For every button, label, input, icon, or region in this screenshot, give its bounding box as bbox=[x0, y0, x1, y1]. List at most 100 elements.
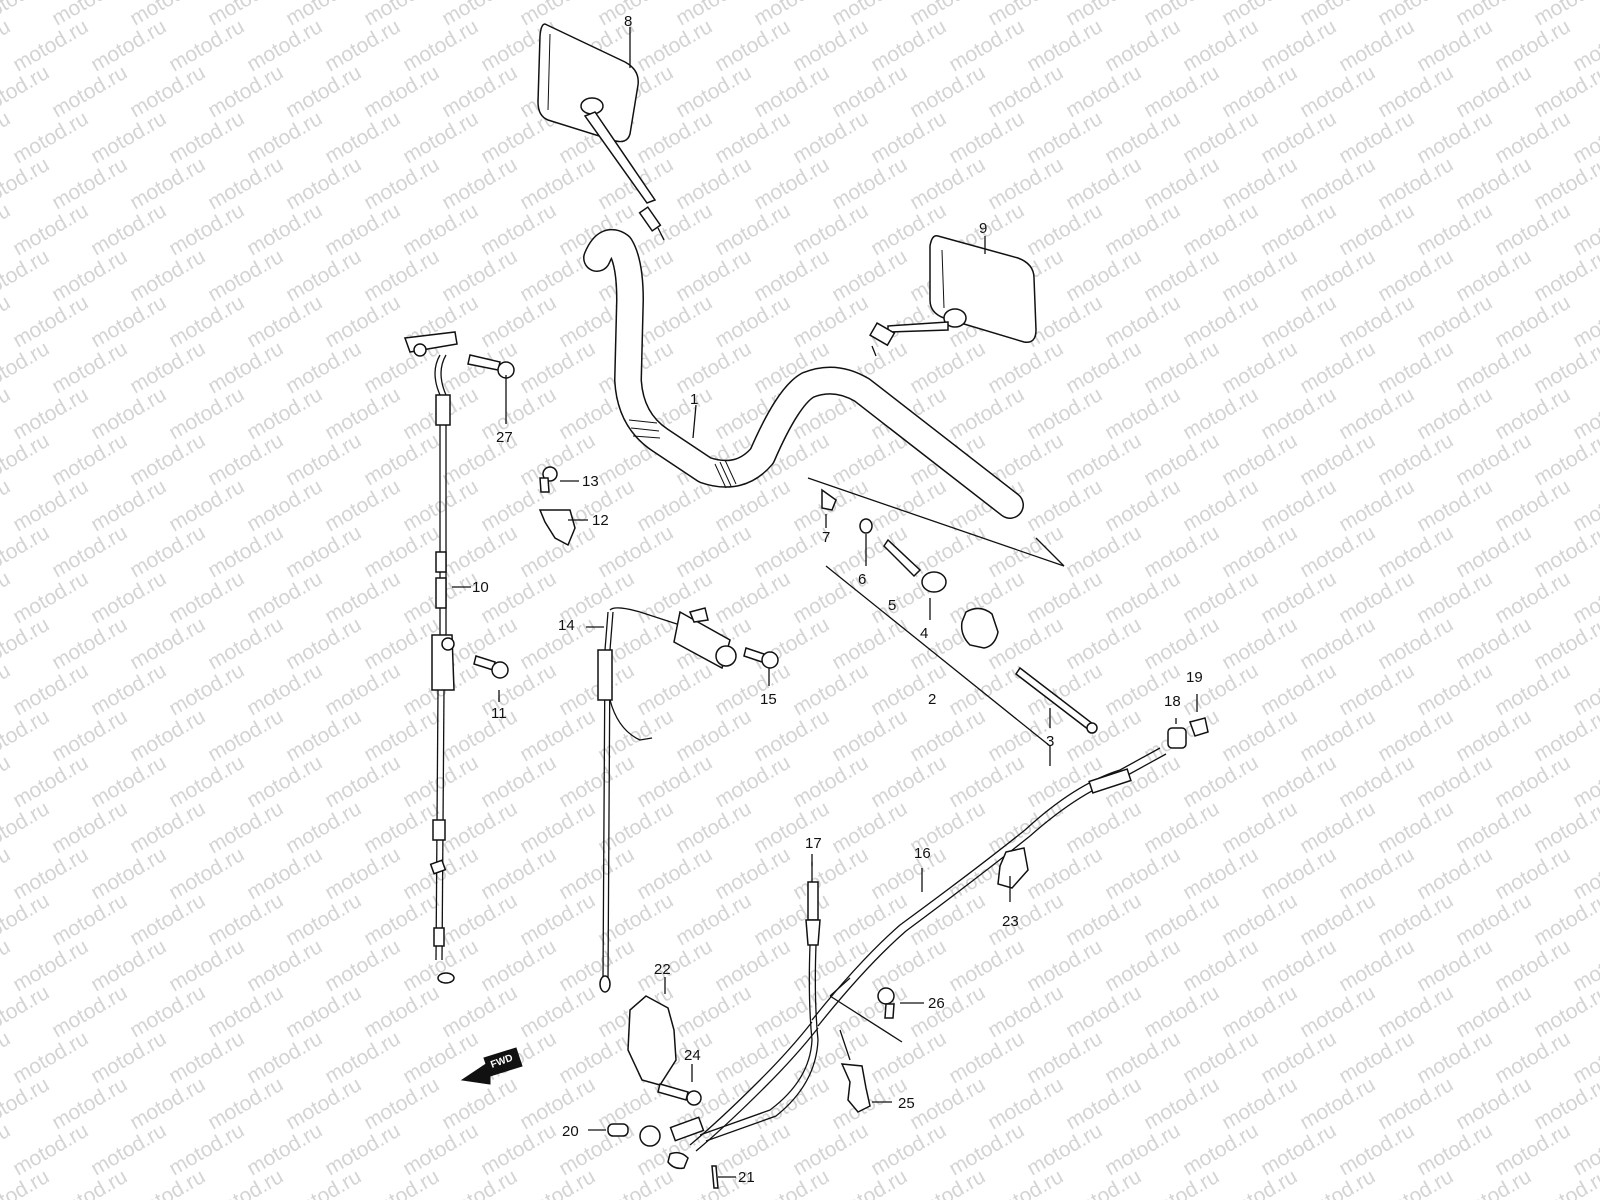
watermark-text: motod.ru bbox=[1413, 567, 1496, 628]
watermark-text: motod.ru bbox=[828, 613, 911, 674]
watermark-text: motod.ru bbox=[1062, 889, 1145, 950]
watermark-text: motod.ru bbox=[9, 1027, 92, 1088]
watermark-text: motod.ru bbox=[1101, 567, 1184, 628]
watermark-text: motod.ru bbox=[555, 1027, 638, 1088]
watermark-text: motod.ru bbox=[906, 705, 989, 766]
watermark-text: motod.ru bbox=[126, 61, 209, 122]
watermark-text: motod.ru bbox=[711, 107, 794, 168]
watermark-text: motod.ru bbox=[87, 1027, 170, 1088]
watermark-text: motod.ru bbox=[906, 981, 989, 1042]
watermark-text: motod.ru bbox=[0, 705, 53, 766]
watermark-text: motod.ru bbox=[1491, 659, 1574, 720]
watermark-text: motod.ru bbox=[87, 843, 170, 904]
watermark-text: motod.ru bbox=[1374, 797, 1457, 858]
watermark-text: motod.ru bbox=[828, 245, 911, 306]
watermark-text: motod.ru bbox=[0, 107, 14, 168]
watermark-text: motod.ru bbox=[87, 567, 170, 628]
watermark-text: motod.ru bbox=[1062, 153, 1145, 214]
watermark-text: motod.ru bbox=[1296, 981, 1379, 1042]
watermark-text: motod.ru bbox=[594, 1073, 677, 1134]
watermark-text: motod.ru bbox=[165, 567, 248, 628]
watermark-text: motod.ru bbox=[204, 1073, 287, 1134]
watermark-text: motod.ru bbox=[477, 935, 560, 996]
leader-lines bbox=[452, 27, 1198, 1178]
watermark-text: motod.ru bbox=[672, 981, 755, 1042]
watermark-text: motod.ru bbox=[1023, 475, 1106, 536]
callout-23: 23 bbox=[1002, 913, 1019, 930]
watermark-text: motod.ru bbox=[1452, 613, 1535, 674]
watermark-text: motod.ru bbox=[1491, 1119, 1574, 1180]
watermark-text: motod.ru bbox=[165, 935, 248, 996]
watermark-text: motod.ru bbox=[126, 1073, 209, 1134]
part-clip-21 bbox=[667, 1151, 719, 1189]
watermark-text: motod.ru bbox=[1257, 383, 1340, 444]
callout-21: 21 bbox=[738, 1169, 755, 1186]
watermark-text: motod.ru bbox=[789, 1119, 872, 1180]
watermark-text: motod.ru bbox=[1218, 981, 1301, 1042]
watermark-text: motod.ru bbox=[1101, 843, 1184, 904]
callout-6: 6 bbox=[858, 571, 866, 588]
part-pin-20 bbox=[607, 1123, 629, 1137]
watermark-text: motod.ru bbox=[1296, 521, 1379, 582]
watermark-text: motod.ru bbox=[360, 981, 443, 1042]
watermark-text: motod.ru bbox=[1140, 981, 1223, 1042]
watermark-text: motod.ru bbox=[867, 1027, 950, 1088]
watermark-text: motod.ru bbox=[984, 61, 1067, 122]
watermark-text: motod.ru bbox=[984, 981, 1067, 1042]
watermark-text: motod.ru bbox=[1023, 1119, 1106, 1180]
watermark-text: motod.ru bbox=[0, 15, 14, 76]
watermark-text: motod.ru bbox=[945, 107, 1028, 168]
watermark-text: motod.ru bbox=[243, 1119, 326, 1180]
watermark-text: motod.ru bbox=[1374, 429, 1457, 490]
watermark-text: motod.ru bbox=[360, 705, 443, 766]
watermark-text: motod.ru bbox=[1179, 15, 1262, 76]
watermark-text: motod.ru bbox=[204, 429, 287, 490]
callout-27: 27 bbox=[496, 429, 513, 446]
watermark-text: motod.ru bbox=[204, 889, 287, 950]
watermark-text: motod.ru bbox=[1257, 935, 1340, 996]
watermark-text: motod.ru bbox=[1023, 107, 1106, 168]
watermark-text: motod.ru bbox=[1062, 61, 1145, 122]
watermark-text: motod.ru bbox=[1257, 15, 1340, 76]
watermark-text: motod.ru bbox=[945, 15, 1028, 76]
watermark-text: motod.ru bbox=[828, 429, 911, 490]
part-cable-17 bbox=[639, 862, 821, 1147]
watermark-text: motod.ru bbox=[1023, 1027, 1106, 1088]
watermark-text: motod.ru bbox=[477, 751, 560, 812]
watermark-text: motod.ru bbox=[672, 705, 755, 766]
watermark-text: motod.ru bbox=[984, 337, 1067, 398]
watermark-text: motod.ru bbox=[1023, 199, 1106, 260]
watermark-text: motod.ru bbox=[672, 245, 755, 306]
watermark-text: motod.ru bbox=[48, 1165, 131, 1200]
watermark-text: motod.ru bbox=[789, 199, 872, 260]
watermark-text: motod.ru bbox=[438, 705, 521, 766]
watermark-text: motod.ru bbox=[9, 659, 92, 720]
watermark-text: motod.ru bbox=[9, 15, 92, 76]
watermark-text: motod.ru bbox=[1062, 337, 1145, 398]
watermark-text: motod.ru bbox=[984, 797, 1067, 858]
watermark-text: motod.ru bbox=[1335, 199, 1418, 260]
watermark-text: motod.ru bbox=[243, 199, 326, 260]
watermark-text: motod.ru bbox=[1452, 797, 1535, 858]
part-choke-cable bbox=[597, 607, 737, 993]
watermark-text: motod.ru bbox=[750, 981, 833, 1042]
watermark-text: motod.ru bbox=[0, 337, 53, 398]
watermark-text: motod.ru bbox=[360, 521, 443, 582]
watermark-text: motod.ru bbox=[9, 107, 92, 168]
watermark-text: motod.ru bbox=[9, 935, 92, 996]
bracket-26-group-lines bbox=[829, 977, 903, 1061]
watermark-text: motod.ru bbox=[1491, 199, 1574, 260]
watermark-text: motod.ru bbox=[594, 1165, 677, 1200]
watermark-text: motod.ru bbox=[87, 291, 170, 352]
watermark-text: motod.ru bbox=[48, 981, 131, 1042]
watermark-text: motod.ru bbox=[87, 383, 170, 444]
callout-19: 19 bbox=[1186, 669, 1203, 686]
watermark-text: motod.ru bbox=[438, 981, 521, 1042]
watermark-text: motod.ru bbox=[1101, 107, 1184, 168]
callout-14: 14 bbox=[558, 617, 575, 634]
watermark-text: motod.ru bbox=[594, 705, 677, 766]
watermark-text: motod.ru bbox=[282, 337, 365, 398]
watermark-text: motod.ru bbox=[282, 797, 365, 858]
part-bolt-15 bbox=[743, 647, 779, 669]
watermark-text: motod.ru bbox=[9, 751, 92, 812]
